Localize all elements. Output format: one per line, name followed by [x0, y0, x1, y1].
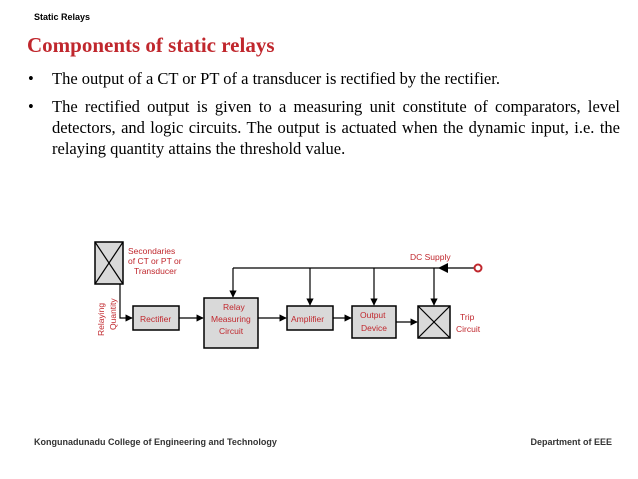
bullet-item: • The output of a CT or PT of a transduc…: [28, 68, 620, 89]
bullet-marker: •: [28, 97, 34, 116]
secondaries-label-1: Secondaries: [128, 246, 175, 256]
secondaries-label-2: of CT or PT or: [128, 256, 182, 266]
amplifier-box: [286, 305, 334, 331]
bullet-text: The output of a CT or PT of a transducer…: [52, 69, 500, 88]
dc-supply-arrow: [438, 263, 448, 273]
output-device-box: [351, 305, 397, 339]
output-device-label-2: Device: [361, 323, 387, 333]
footer-department: Department of EEE: [530, 437, 612, 447]
trip-label: Trip: [460, 312, 475, 322]
relay-block-diagram: Secondaries of CT or PT or Transducer Re…: [94, 241, 483, 349]
dc-supply-label: DC Supply: [410, 252, 451, 262]
slide-title: Components of static relays: [27, 33, 275, 57]
amplifier-label: Amplifier: [291, 314, 324, 324]
relay-measuring-box: [203, 297, 259, 349]
secondaries-label-3: Transducer: [134, 266, 177, 276]
quantity-label: Quantity: [108, 298, 118, 330]
relaying-label: Relaying: [96, 303, 106, 336]
output-device-label-1: Output: [360, 310, 386, 320]
relay-measuring-label-2: Measuring: [211, 314, 251, 324]
bullet-text: The rectified output is given to a measu…: [52, 97, 620, 158]
bullet-item: • The rectified output is given to a mea…: [28, 96, 620, 159]
section-label: Static Relays: [34, 12, 91, 22]
relay-measuring-label-1: Relay: [223, 302, 245, 312]
bullet-marker: •: [28, 69, 34, 88]
bullet-list: • The output of a CT or PT of a transduc…: [28, 68, 620, 166]
input-transducer-box: [94, 241, 124, 285]
circuit-label: Circuit: [456, 324, 481, 334]
rectifier-label: Rectifier: [140, 314, 171, 324]
trip-circuit-box: [417, 305, 451, 339]
dc-supply-terminal: [473, 263, 483, 273]
footer-college: Kongunadunadu College of Engineering and…: [34, 437, 277, 447]
relay-measuring-label-3: Circuit: [219, 326, 244, 336]
